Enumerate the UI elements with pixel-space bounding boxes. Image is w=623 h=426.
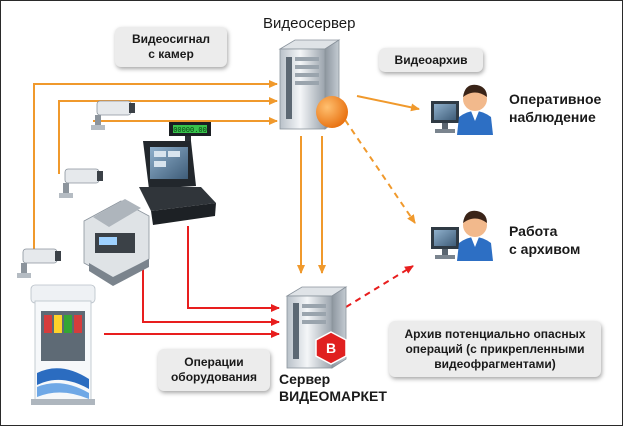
video-archive-label: Видеоархив <box>394 52 468 67</box>
archive-work-line2: с архивом <box>509 241 581 257</box>
vm-server-line2: ВИДЕОМАРКЕТ <box>279 388 387 404</box>
cctv-camera-icon <box>17 248 61 278</box>
videomarket-logo-icon: B <box>315 331 347 365</box>
dangerous-ops-line2: операций (с прикрепленными <box>405 341 585 356</box>
live-view-line2: наблюдение <box>509 109 596 125</box>
svg-text:B: B <box>326 340 336 356</box>
archive-disc-icon <box>316 96 348 128</box>
dangerous-operations-bubble: Архив потенциально опасных операций (с п… <box>389 321 601 377</box>
archive-work-label: Работа с архивом <box>509 222 580 258</box>
banknote-counter-icon <box>83 199 150 286</box>
operator-at-computer-icon <box>431 84 493 135</box>
video-archive-bubble: Видеоархив <box>379 48 483 72</box>
dangerous-ops-line3: видеофрагментами) <box>434 356 556 371</box>
cctv-camera-icon <box>59 168 103 198</box>
dangerous-ops-line1: Архив потенциально опасных <box>404 326 586 341</box>
videomarket-server-label: Сервер ВИДЕОМАРКЕТ <box>279 371 387 405</box>
video-signal-line1: Видеосигнал <box>131 32 211 46</box>
operator-at-computer-icon <box>431 210 493 261</box>
vm-server-line1: Сервер <box>279 371 331 387</box>
live-view-line1: Оперативное <box>509 91 602 107</box>
archive-work-line1: Работа <box>509 223 558 239</box>
video-signal-bubble: Видеосигнал с камер <box>115 27 227 67</box>
fuel-dispenser-icon <box>30 284 96 405</box>
cctv-camera-icon <box>91 100 135 130</box>
equipment-operations-bubble: Операции оборудования <box>158 349 270 391</box>
equipment-ops-line1: Операции <box>184 355 244 369</box>
video-signal-arrows <box>33 80 420 274</box>
operations-arrows <box>104 226 414 338</box>
equipment-ops-line2: оборудования <box>170 370 258 384</box>
video-signal-line2: с камер <box>148 47 194 61</box>
video-server-label: Видеосервер <box>263 15 356 32</box>
live-view-label: Оперативное наблюдение <box>509 90 601 126</box>
pos-display-text: 00000.00 <box>173 127 207 135</box>
pos-terminal-icon <box>139 122 216 225</box>
video-server-icon <box>278 39 341 130</box>
videomarket-server-icon <box>285 286 348 369</box>
